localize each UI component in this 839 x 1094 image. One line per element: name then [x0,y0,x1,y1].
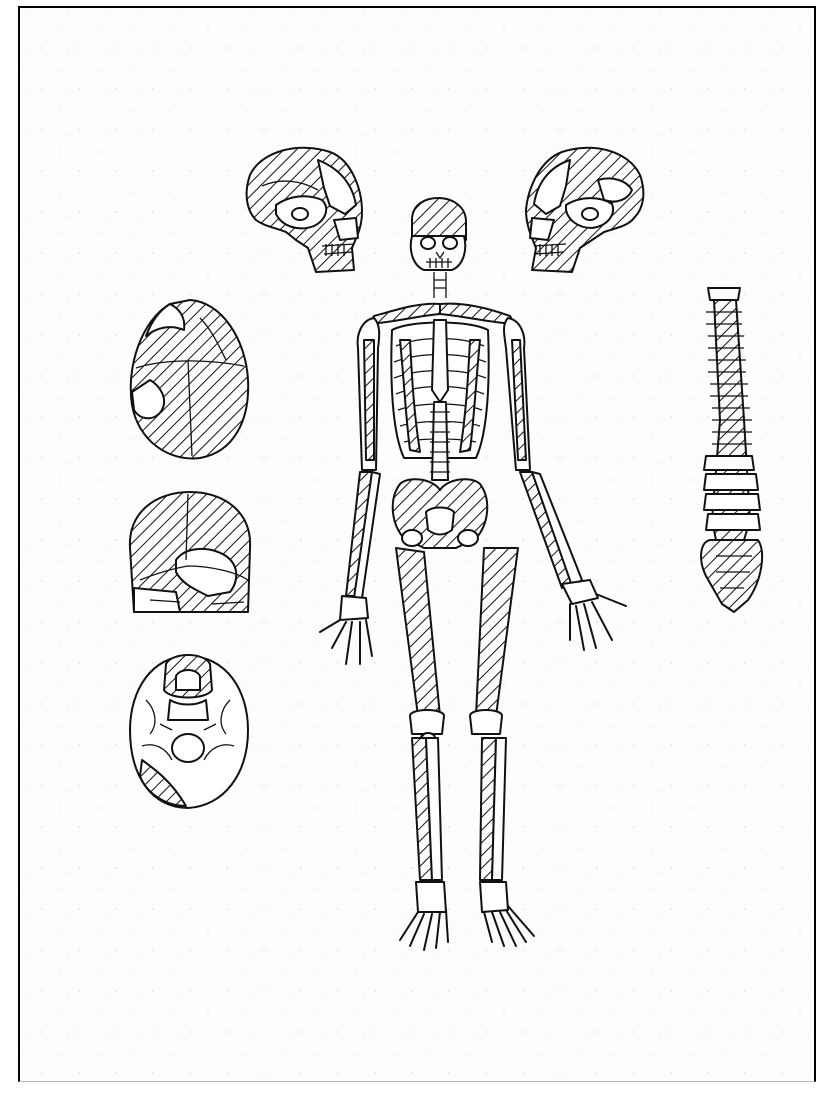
skull-posterior-view [130,492,250,612]
skull-inferior-view [130,655,248,808]
